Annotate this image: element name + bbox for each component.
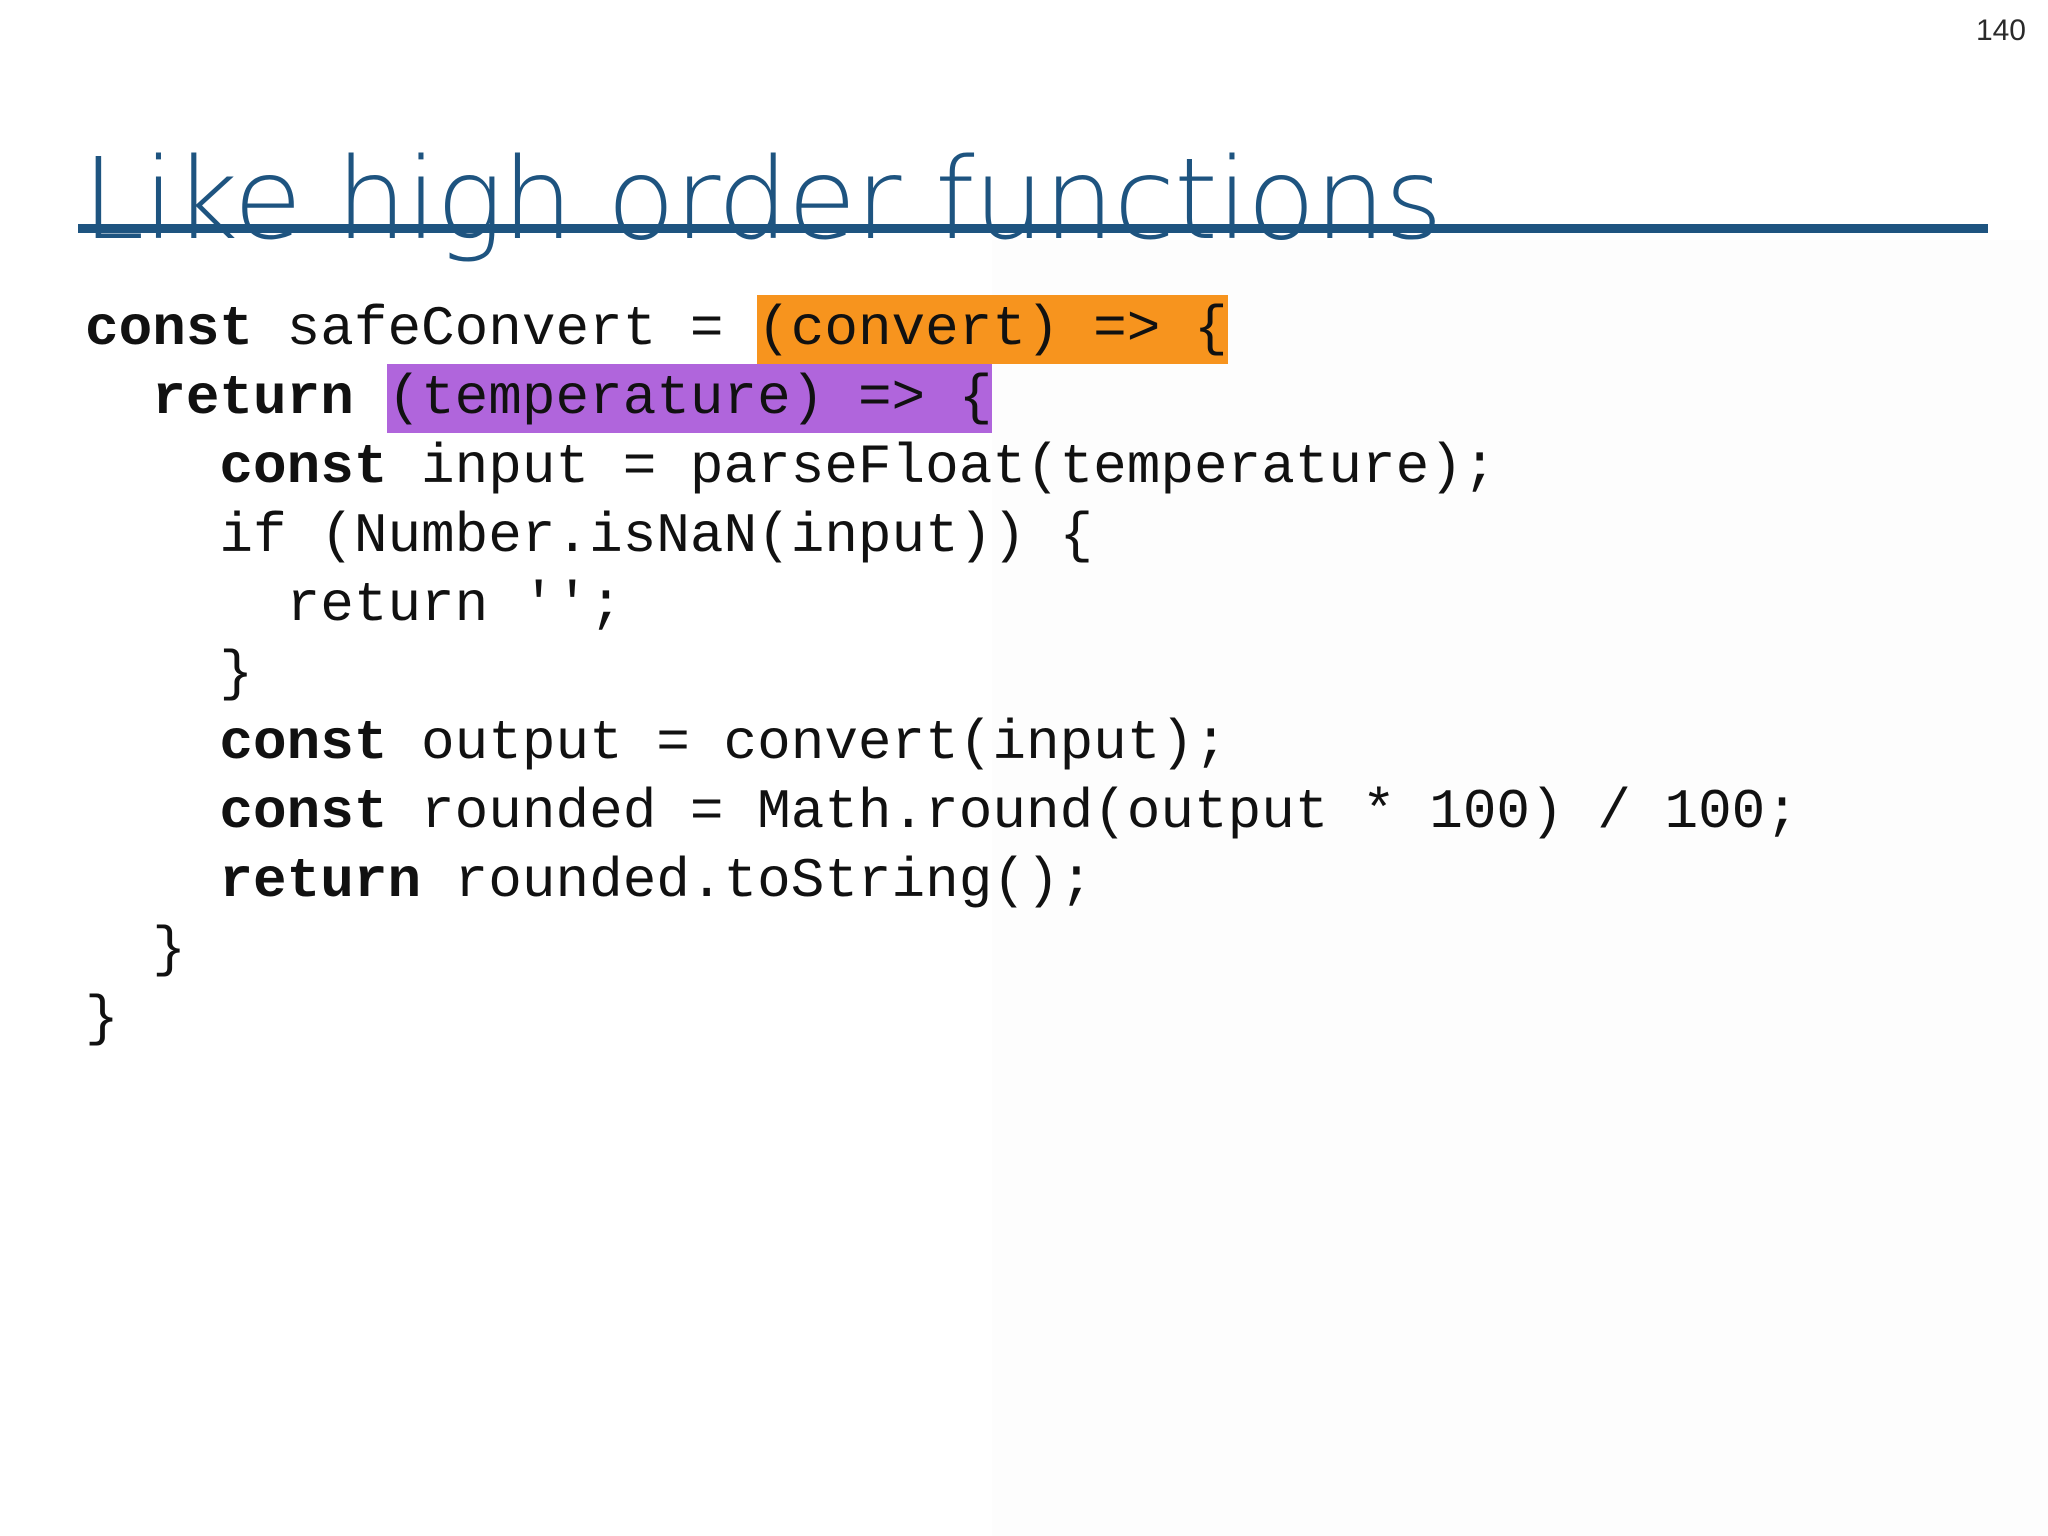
code-segment — [85, 364, 152, 433]
code-segment: const — [219, 780, 388, 844]
code-block: const safeConvert = (convert) => { retur… — [85, 295, 1799, 1054]
code-segment: return — [219, 849, 422, 913]
code-segment — [85, 709, 219, 778]
title-underline-rule — [78, 224, 1988, 233]
code-line: } — [85, 916, 1799, 985]
code-segment: if (Number.isNaN(input)) { — [85, 504, 1094, 568]
code-line: if (Number.isNaN(input)) { — [85, 502, 1799, 571]
code-segment — [354, 364, 388, 433]
code-segment: safeConvert = — [253, 297, 758, 361]
code-segment: rounded = Math.round(output * 100) / 100… — [387, 780, 1799, 844]
code-segment: rounded.toString(); — [421, 849, 1094, 913]
code-line: const output = convert(input); — [85, 709, 1799, 778]
code-segment: return ''; — [85, 573, 623, 637]
code-segment — [85, 778, 219, 847]
code-line: return (temperature) => { — [85, 364, 1799, 433]
code-segment — [85, 847, 219, 916]
page-number: 140 — [1975, 14, 2026, 47]
code-segment: const — [85, 297, 254, 361]
code-line: } — [85, 985, 1799, 1054]
code-line: } — [85, 640, 1799, 709]
code-segment-highlight-purple: (temperature) => { — [387, 364, 993, 433]
code-segment: } — [85, 642, 254, 706]
code-line: const safeConvert = (convert) => { — [85, 295, 1799, 364]
code-segment: output = convert(input); — [387, 711, 1228, 775]
video-background-region — [992, 240, 2048, 1536]
code-segment: input = parseFloat(temperature); — [387, 435, 1497, 499]
slide-title: Like high order functions — [82, 135, 1443, 266]
code-segment: } — [85, 987, 119, 1051]
code-segment-highlight-orange: (convert) => { — [757, 295, 1228, 364]
code-line: const rounded = Math.round(output * 100)… — [85, 778, 1799, 847]
code-segment: return — [152, 366, 354, 430]
code-segment: } — [85, 918, 186, 982]
code-line: return rounded.toString(); — [85, 847, 1799, 916]
code-segment: const — [219, 435, 388, 499]
code-line: return ''; — [85, 571, 1799, 640]
code-segment: const — [219, 711, 388, 775]
code-segment — [85, 433, 219, 502]
code-line: const input = parseFloat(temperature); — [85, 433, 1799, 502]
